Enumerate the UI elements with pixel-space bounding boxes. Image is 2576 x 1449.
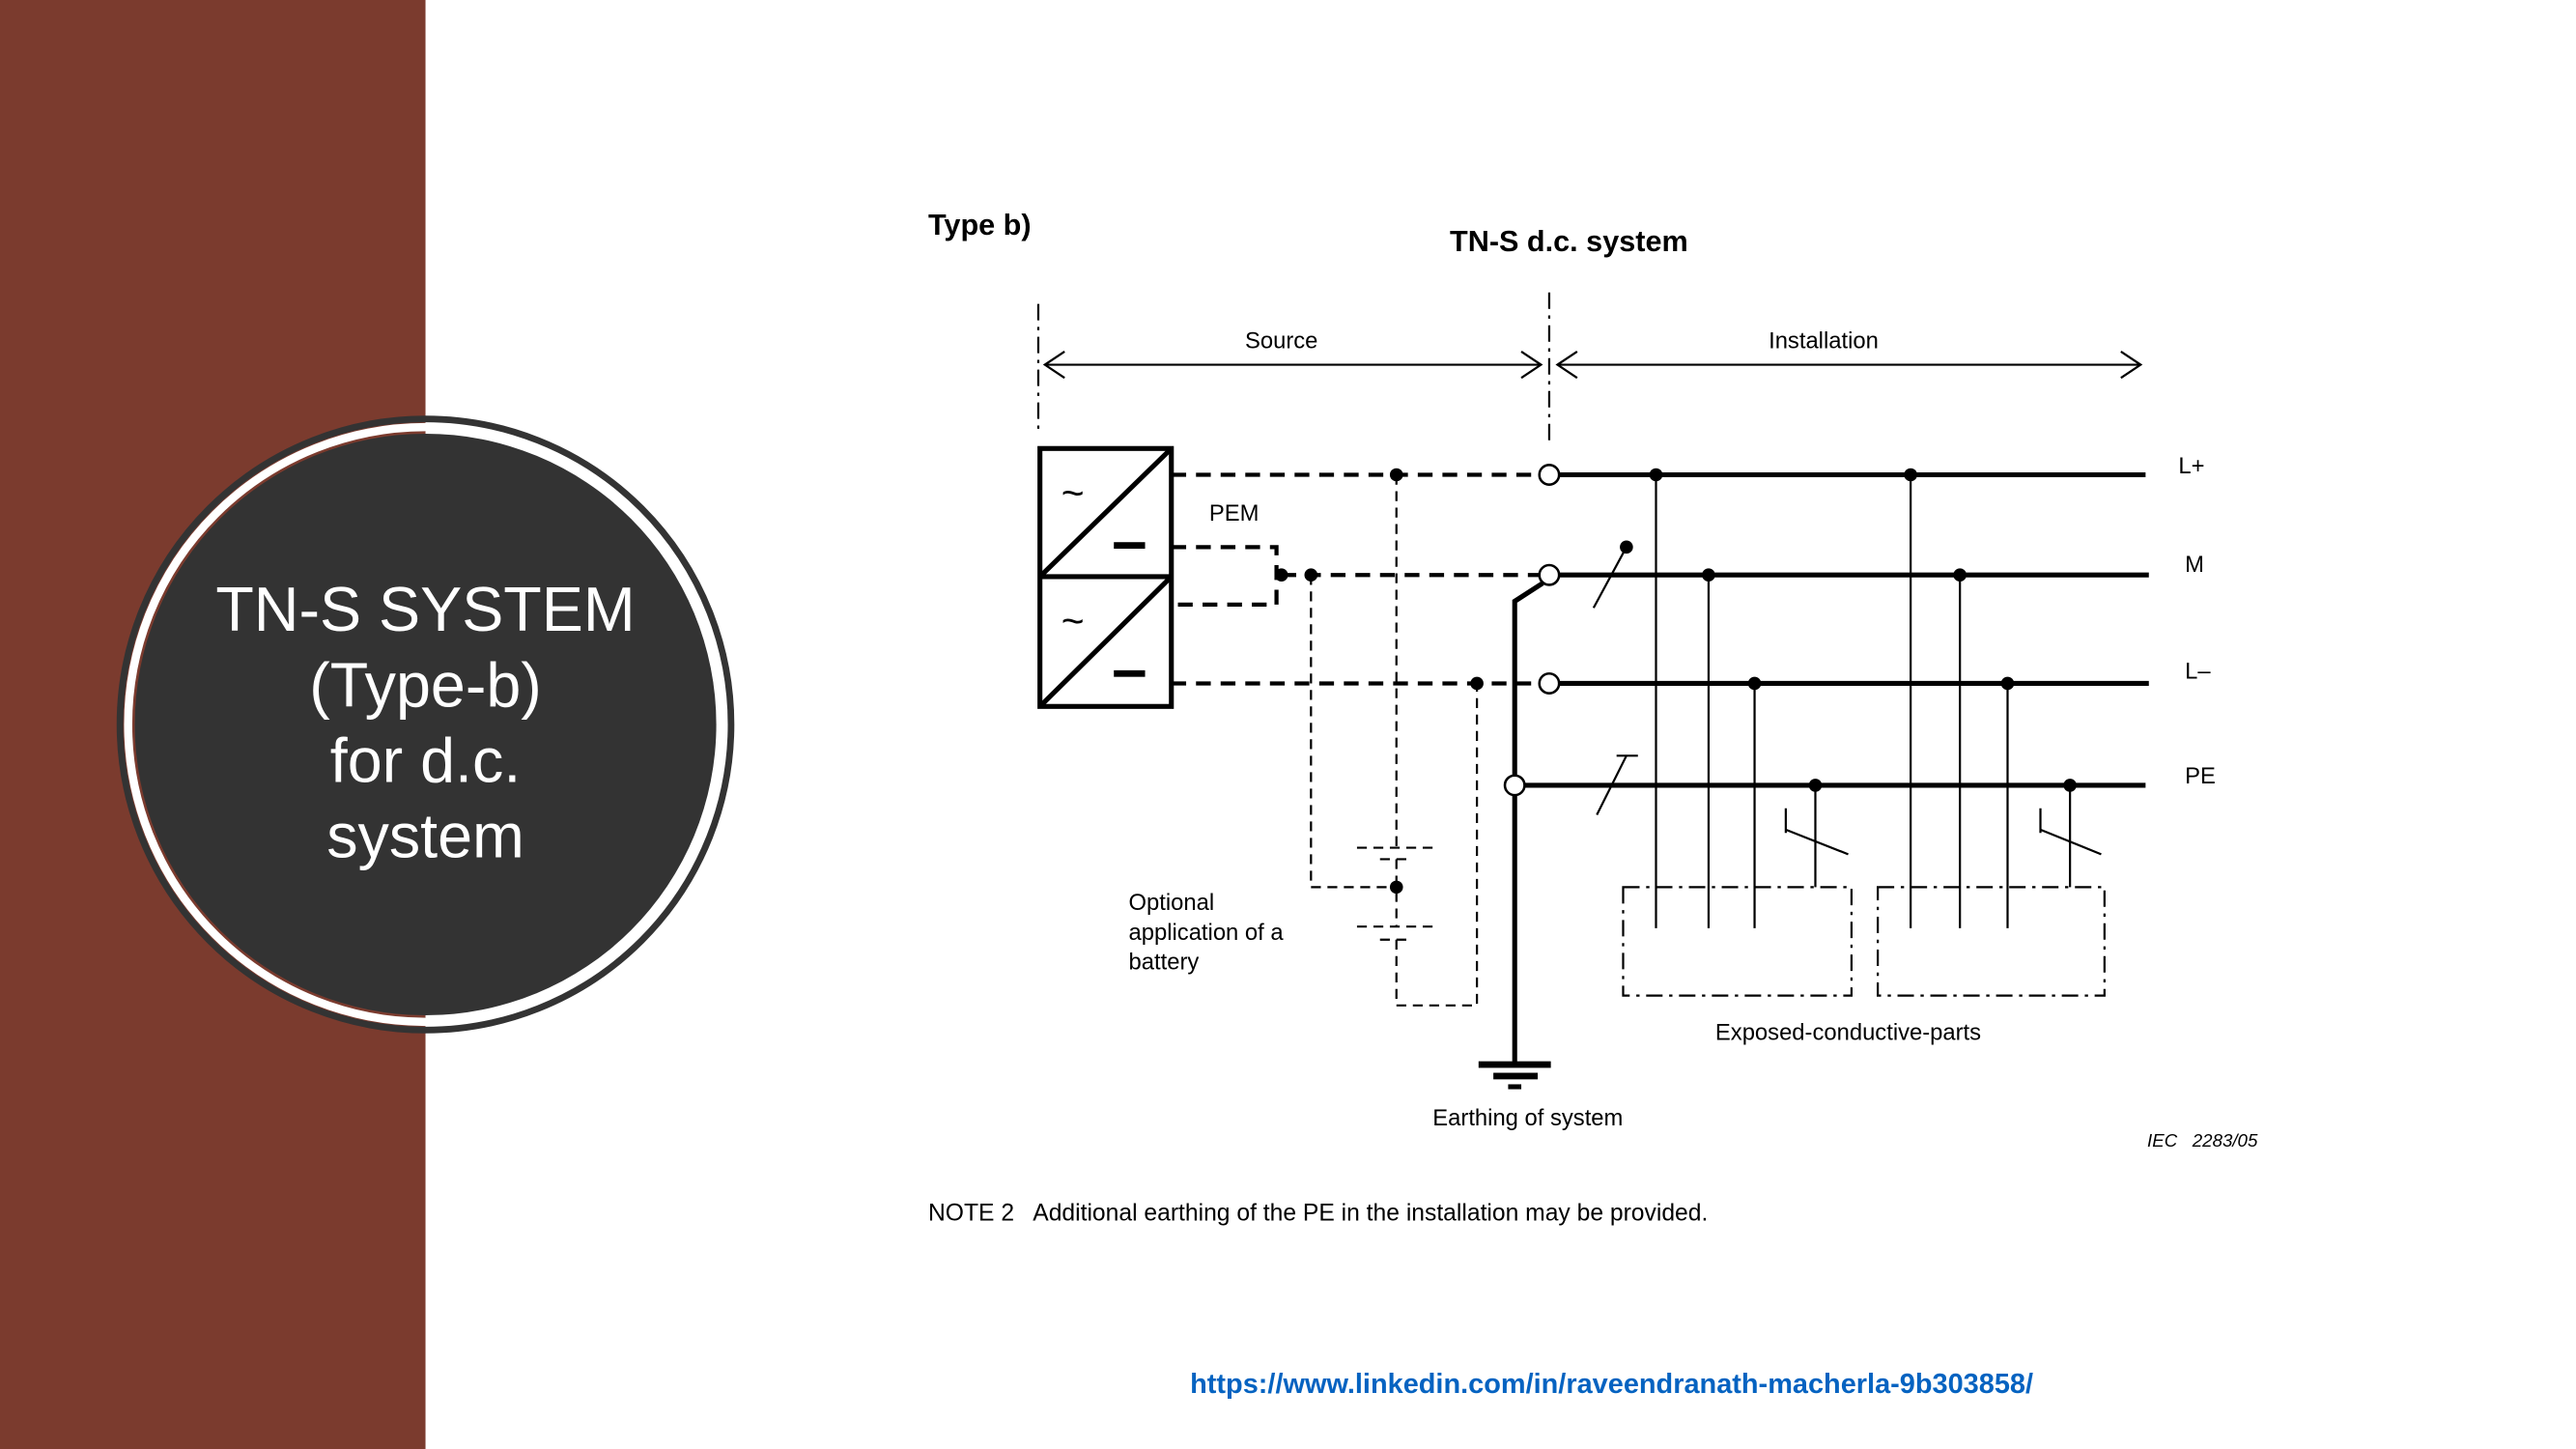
dc-symbol-1	[1114, 542, 1146, 550]
svg-text:battery: battery	[1129, 949, 1200, 975]
dc-symbol-2	[1114, 669, 1146, 677]
source-label: Source	[1245, 328, 1317, 355]
label-pe: PE	[2185, 763, 2216, 789]
earthing-connection	[1478, 581, 1551, 1090]
figure-ref: IEC 2283/05	[2147, 1130, 2258, 1151]
title-line-2: (Type-b)	[309, 650, 542, 720]
m-switch-icon	[1592, 540, 1633, 609]
earthing-label: Earthing of system	[1432, 1105, 1623, 1131]
installation-junction-dots	[1649, 468, 2077, 792]
equipment-connections	[1655, 474, 2072, 928]
diagram-title: TN-S d.c. system	[1450, 225, 1688, 258]
title-line-3: for d.c.	[330, 726, 522, 796]
ac-symbol-2: ~	[1062, 598, 1085, 642]
note-text: NOTE 2 Additional earthing of the PE in …	[928, 1201, 1708, 1227]
linkedin-link[interactable]: https://www.linkedin.com/in/raveendranat…	[1190, 1369, 2033, 1400]
junction-dots	[1274, 468, 1484, 691]
title-line-4: system	[326, 802, 524, 871]
battery-label: Optional application of a battery	[1129, 890, 1285, 975]
installation-arrow	[1555, 351, 2143, 380]
installation-label: Installation	[1769, 328, 1879, 355]
exposed-part-1	[1622, 886, 1854, 997]
slide-title: TN-S SYSTEM (Type-b) for d.c. system	[215, 575, 635, 871]
battery-option	[1310, 474, 1479, 1007]
pe-drop-switch-icon	[1784, 808, 2102, 856]
label-lplus: L+	[2178, 453, 2204, 479]
label-lminus: L–	[2185, 658, 2211, 684]
title-circle	[116, 415, 735, 1034]
title-line-1: TN-S SYSTEM	[215, 575, 635, 644]
source-arrow	[1042, 351, 1543, 380]
pe-switch-icon	[1596, 754, 1638, 816]
ac-symbol-1: ~	[1062, 470, 1085, 515]
svg-text:application of a: application of a	[1129, 920, 1285, 946]
exposed-part-2	[1877, 886, 2106, 997]
label-m: M	[2185, 552, 2204, 578]
svg-text:Optional: Optional	[1129, 890, 1215, 916]
exposed-label: Exposed-conductive-parts	[1715, 1020, 1981, 1046]
pem-label: PEM	[1209, 500, 1260, 526]
terminals	[1503, 464, 1561, 797]
pem-connection	[1171, 545, 1279, 607]
type-label: Type b)	[928, 209, 1032, 242]
converter-block: ~ ~	[1037, 445, 1175, 709]
